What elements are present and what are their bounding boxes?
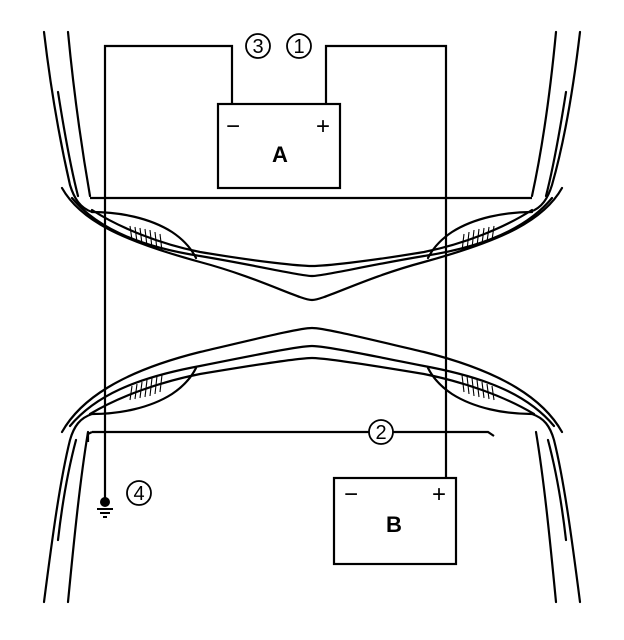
vehicle-b-lamp-left — [90, 366, 198, 416]
battery-a-negative-terminal: − — [226, 113, 240, 140]
vehicle-a-body-left — [42, 30, 94, 214]
battery-b-positive-terminal: + — [432, 481, 446, 508]
vehicle-b-inner-right — [534, 430, 558, 604]
vehicle-b-body-right — [530, 412, 582, 604]
vehicle-a-bumper-inner — [90, 208, 534, 268]
vehicle-a-inner-left — [66, 30, 92, 198]
vehicle-a-inner-right — [530, 30, 558, 198]
vehicle-a-bumper-mid — [70, 196, 554, 278]
battery-a-label: A — [272, 142, 288, 167]
vehicle-a-inner-right-2 — [544, 90, 568, 198]
battery-b-case — [332, 476, 458, 566]
vehicle-b-lamp-right-hatch — [461, 374, 495, 401]
vehicle-a-lamp-right — [426, 210, 534, 260]
jumper-cables — [86, 44, 495, 500]
callout-2-number: 2 — [375, 422, 386, 444]
vehicle-b-inner-left — [66, 430, 90, 604]
vehicle-b-lamp-left-hatch — [129, 374, 163, 401]
battery-a-positive-terminal: + — [316, 113, 330, 140]
vehicle-a-lamp-left-hatch — [129, 225, 163, 252]
vehicle-b-body-left — [42, 412, 94, 604]
vehicle-b-outline — [42, 326, 582, 604]
battery-b-label: B — [386, 512, 402, 537]
cable-negative-a-to-ground — [103, 44, 234, 500]
callout-1-number: 1 — [293, 36, 304, 58]
vehicle-b-inner-left-2 — [56, 438, 78, 542]
vehicle-b-inner-right-2 — [546, 438, 568, 542]
vehicle-b-lamp-right — [426, 366, 534, 416]
cable-positive-a-to-b — [324, 44, 448, 478]
battery-b: − + B — [332, 476, 458, 566]
vehicle-a-outline — [42, 30, 582, 302]
ground-symbol-icon — [97, 497, 113, 518]
ground-clamp-point — [100, 497, 110, 507]
vehicle-a-lamp-right-hatch — [461, 225, 495, 252]
battery-b-negative-terminal: − — [344, 481, 358, 508]
battery-a: − + A — [216, 102, 342, 190]
vehicle-b-bumper-inner — [88, 356, 536, 416]
vehicle-b-bumper-outer — [60, 326, 564, 434]
callout-3: 3 — [245, 33, 271, 59]
vehicle-a-body-right — [528, 30, 582, 214]
vehicle-a-inner-left-2 — [56, 90, 80, 198]
callout-4: 4 — [126, 480, 152, 506]
battery-a-case — [216, 102, 342, 190]
vehicle-a-bumper-outer — [60, 186, 564, 302]
vehicle-b-hood-line — [86, 430, 495, 442]
vehicle-a-lamp-left — [90, 210, 198, 260]
callout-4-number: 4 — [133, 483, 144, 505]
callout-1: 1 — [286, 33, 312, 59]
vehicle-b-bumper-mid — [68, 344, 556, 428]
callout-2: 2 — [368, 419, 394, 445]
callout-3-number: 3 — [252, 36, 263, 58]
